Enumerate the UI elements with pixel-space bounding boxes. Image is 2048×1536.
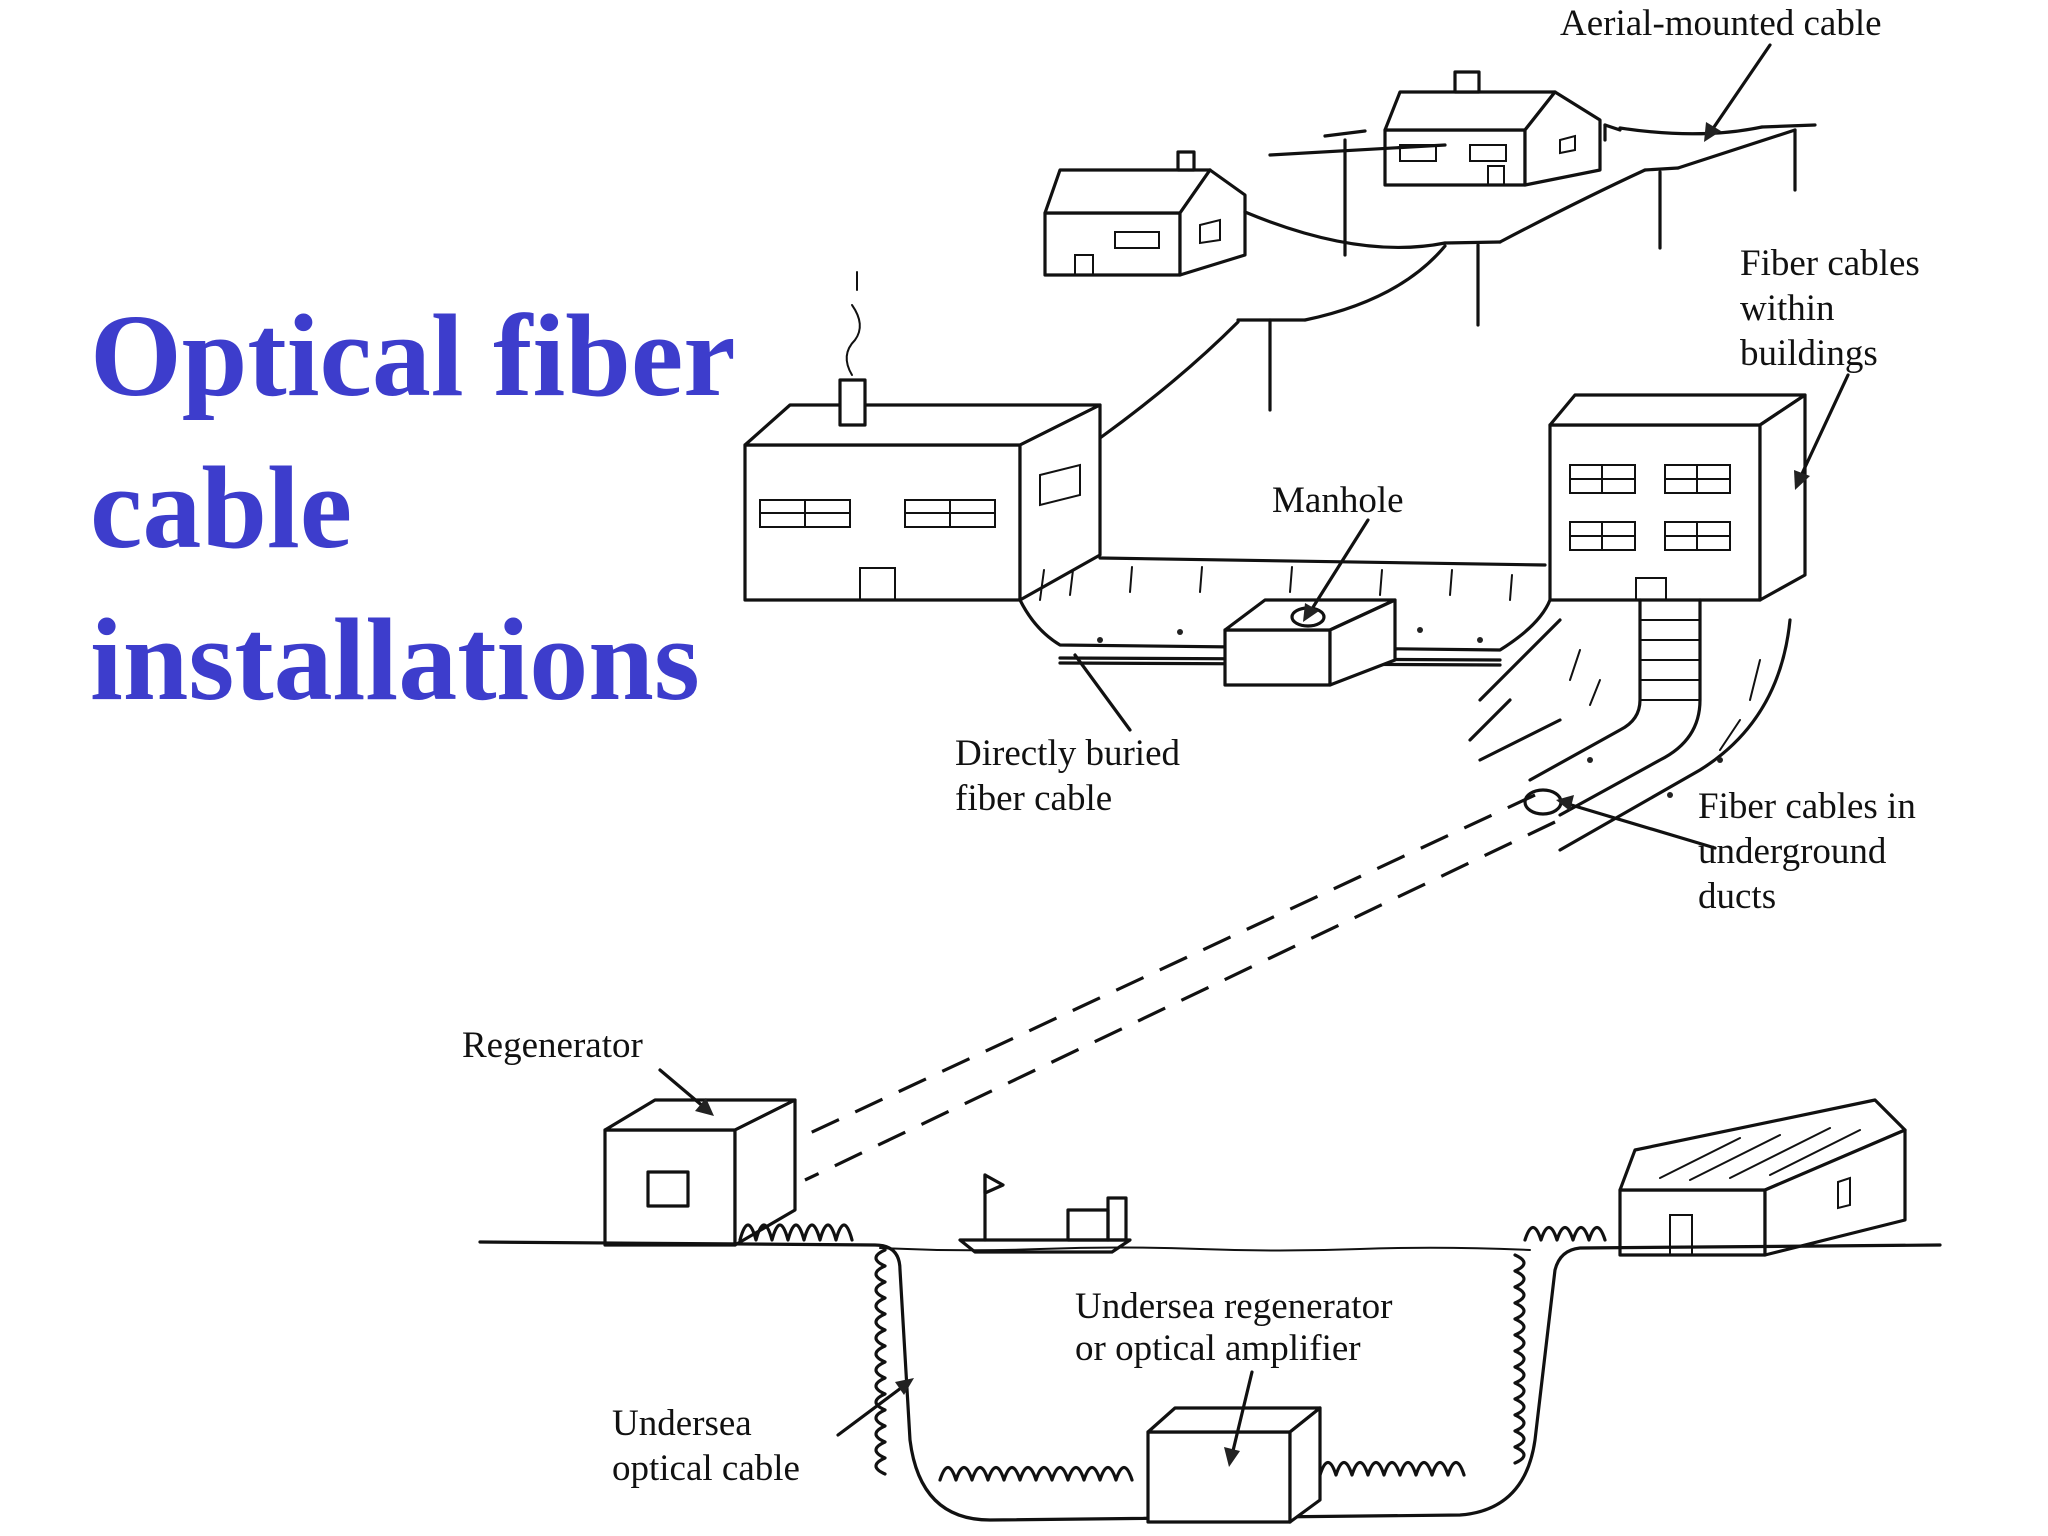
utility-poles (1098, 123, 1817, 440)
aerial-cable-label: Aerial-mounted cable (1560, 3, 1882, 44)
within-buildings-line-1: Fiber cables (1740, 243, 1920, 284)
directly-buried-label: Directly buried fiber cable (955, 733, 1189, 819)
undersea-cable-coils (738, 1223, 1607, 1482)
shore-station (1618, 1098, 1907, 1257)
title-line-3: installations (90, 594, 700, 725)
house-near (1043, 150, 1247, 277)
regenerator-station (603, 1098, 797, 1247)
underground-ducts-line-3: ducts (1698, 876, 1776, 917)
boat (958, 1173, 1132, 1254)
title-line-1: Optical fiber (90, 290, 736, 421)
undersea-cable-line-2: optical cable (612, 1448, 800, 1489)
directly-buried-line-2: fiber cable (955, 778, 1112, 819)
dashed-link (794, 793, 1556, 1182)
house-far (1383, 70, 1602, 187)
undersea-regenerator-line-2: or optical amplifier (1075, 1328, 1361, 1369)
directly-buried-line-1: Directly buried (955, 733, 1180, 774)
large-building (743, 271, 1102, 602)
undersea-regenerator-label: Undersea regenerator or optical amplifie… (1075, 1286, 1402, 1369)
regenerator-label: Regenerator (462, 1025, 643, 1066)
manhole-label: Manhole (1272, 480, 1404, 521)
underground-ducts-line-2: underground (1698, 831, 1887, 872)
right-building (1548, 393, 1807, 602)
title-line-2: cable (90, 442, 353, 573)
undersea-regenerator-box (1146, 1406, 1322, 1524)
callout-arrows (658, 43, 1850, 1467)
underground-ducts-label: Fiber cables in underground ducts (1698, 786, 1925, 917)
within-buildings-label: Fiber cables within buildings (1740, 243, 1929, 374)
undersea-cable-line-1: Undersea (612, 1403, 752, 1444)
within-buildings-line-2: within (1740, 288, 1835, 329)
undersea-regenerator-line-1: Undersea regenerator (1075, 1286, 1392, 1327)
within-buildings-line-3: buildings (1740, 333, 1878, 374)
underground-ducts-line-1: Fiber cables in (1698, 786, 1916, 827)
duct-trench (1468, 598, 1792, 852)
slide-title: Optical fiber cable installations (90, 280, 736, 736)
undersea-cable-label: Undersea optical cable (612, 1403, 800, 1489)
